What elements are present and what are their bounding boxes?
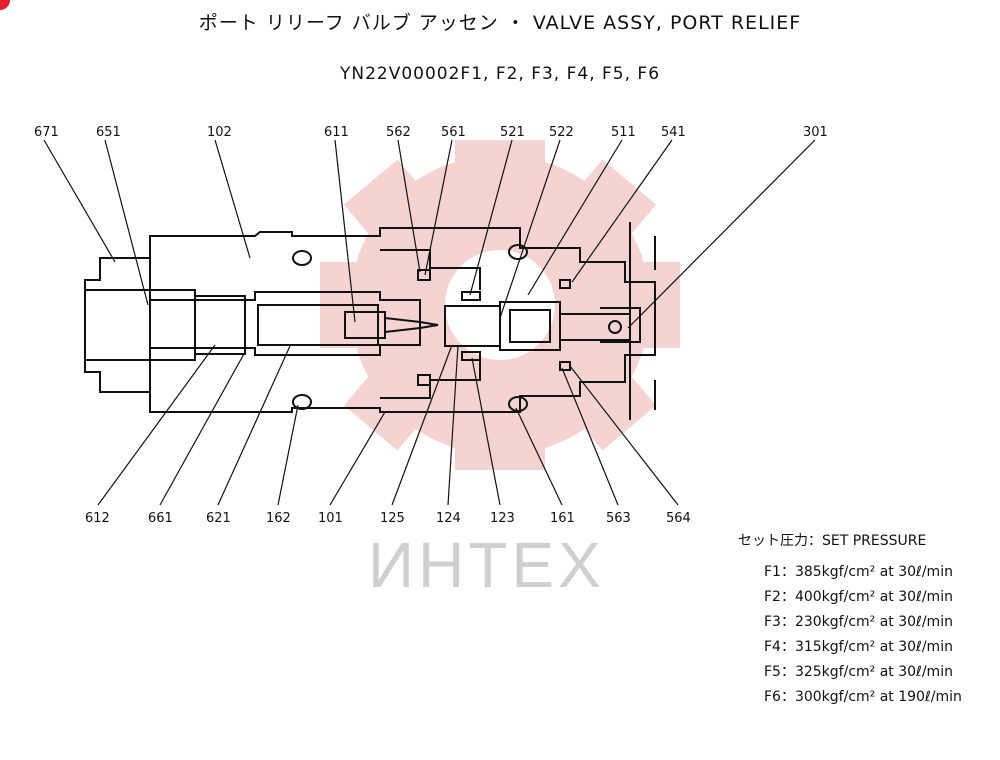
part-labels-bottom: 612 661 621 162 101 125 124 123 161 563 …: [85, 511, 691, 526]
set-pressure-table: セット圧力：SET PRESSURE F1：385kgf/cm² at 30ℓ/…: [738, 530, 1000, 710]
part-label: 621: [206, 511, 231, 526]
part-labels-top: 671 651 102 611 562 561 521 522 511 541 …: [34, 125, 828, 140]
part-label: 101: [318, 511, 343, 526]
part-label: 161: [550, 511, 575, 526]
part-label: 102: [207, 125, 232, 140]
leader-lines: [43, 139, 816, 506]
part-label: 162: [266, 511, 291, 526]
pressure-row: F1：385kgf/cm² at 30ℓ/min: [764, 564, 953, 580]
part-label: 301: [803, 125, 828, 140]
part-label: 611: [324, 125, 349, 140]
pressure-row: F4：315kgf/cm² at 30ℓ/min: [764, 639, 953, 655]
pressure-row: F6：300kgf/cm² at 190ℓ/min: [764, 689, 962, 705]
part-label: 562: [386, 125, 411, 140]
pressure-row: F3：230kgf/cm² at 30ℓ/min: [764, 614, 953, 630]
part-label: 511: [611, 125, 636, 140]
page-title: ポート リリーフ バルブ アッセン ・ VALVE ASSY, PORT REL…: [198, 12, 802, 34]
part-label: 561: [441, 125, 466, 140]
pressure-row: F5：325kgf/cm² at 30ℓ/min: [764, 664, 953, 680]
part-label: 651: [96, 125, 121, 140]
part-label: 564: [666, 511, 691, 526]
part-label: 612: [85, 511, 110, 526]
pressure-row: F2：400kgf/cm² at 30ℓ/min: [764, 589, 953, 605]
part-label: 661: [148, 511, 173, 526]
part-label: 125: [380, 511, 405, 526]
part-label: 671: [34, 125, 59, 140]
part-label: 563: [606, 511, 631, 526]
set-pressure-heading: セット圧力：SET PRESSURE: [738, 533, 927, 549]
part-label: 123: [490, 511, 515, 526]
part-label: 522: [549, 125, 574, 140]
corner-logo-mark: [0, 0, 10, 10]
valve-body: [84, 222, 656, 420]
watermark-text: ИНТЕХ: [368, 529, 605, 601]
part-label: 541: [661, 125, 686, 140]
part-number: YN22V00002F1, F2, F3, F4, F5, F6: [339, 64, 661, 84]
part-label: 124: [436, 511, 461, 526]
part-label: 521: [500, 125, 525, 140]
